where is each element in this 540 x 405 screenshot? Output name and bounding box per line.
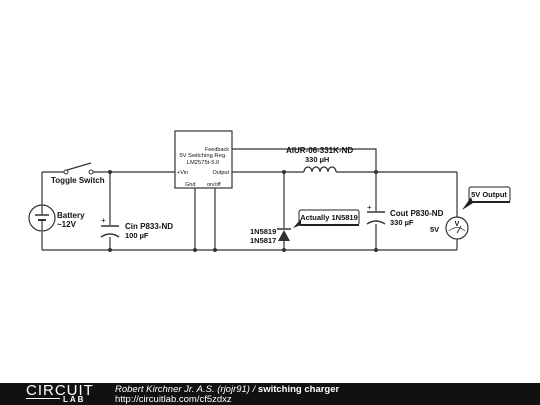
voltmeter-symbol bbox=[445, 216, 469, 240]
inductor-symbol bbox=[303, 166, 337, 173]
battery-symbol bbox=[28, 204, 56, 232]
footer-bar: CIRCUIT LAB Robert Kirchner Jr. A.S. (rj… bbox=[0, 382, 540, 405]
voltmeter-value: 5V bbox=[430, 225, 439, 234]
logo-lab-text: LAB bbox=[63, 395, 86, 404]
regulator-feedback-pin: Feedback bbox=[205, 147, 229, 153]
regulator-title: 5V Switching Reg. bbox=[179, 153, 227, 159]
cin-value: 100 µF bbox=[125, 231, 149, 240]
cout-polarity: + bbox=[367, 203, 372, 212]
junctions bbox=[108, 170, 378, 252]
diode-callout-text: Actually 1N5819 bbox=[300, 213, 358, 222]
diode-name-2: 1N5817 bbox=[250, 236, 276, 245]
cin-capacitor-symbol bbox=[100, 225, 120, 238]
battery-name: Battery bbox=[57, 211, 85, 220]
regulator-onoff-pin: on/off bbox=[207, 182, 221, 188]
voltmeter-callout-text: 5V Output bbox=[471, 190, 507, 199]
footer-title: switching charger bbox=[257, 384, 340, 395]
inductor-name: AIUR-06-331K-ND bbox=[286, 146, 353, 155]
toggle-switch-label: Toggle Switch bbox=[51, 176, 105, 185]
regulator-output-pin: Output bbox=[212, 170, 229, 176]
cout-name: Cout P830-ND bbox=[390, 209, 444, 218]
diode-symbol bbox=[277, 228, 291, 241]
footer-attribution: Robert Kirchner Jr. A.S. (rjojr91) / swi… bbox=[115, 384, 339, 395]
cin-polarity: + bbox=[101, 216, 106, 225]
circuitlab-logo[interactable]: CIRCUIT LAB bbox=[6, 382, 106, 405]
regulator-box bbox=[174, 130, 233, 189]
cout-value: 330 µF bbox=[390, 218, 414, 227]
diode-callout bbox=[293, 209, 360, 228]
footer-separator: / bbox=[249, 384, 258, 395]
regulator-part: LM2575t-5.0 bbox=[187, 160, 220, 166]
cin-name: Cin P833-ND bbox=[125, 222, 173, 231]
regulator-vin-pin: +Vin bbox=[177, 170, 188, 176]
footer-author: Robert Kirchner Jr. A.S. (rjojr91) bbox=[115, 384, 250, 395]
voltmeter-symbol-letter: V bbox=[455, 221, 460, 228]
voltmeter-callout bbox=[462, 186, 511, 210]
toggle-switch-symbol[interactable] bbox=[63, 162, 94, 175]
diode-name-1: 1N5819 bbox=[250, 227, 276, 236]
logo-circuit-text: CIRCUIT bbox=[26, 382, 94, 399]
footer-url-link[interactable]: http://circuitlab.com/cf5zdxz bbox=[115, 394, 232, 405]
battery-value: ~12V bbox=[57, 220, 77, 229]
regulator-gnd-pin: Gnd bbox=[185, 182, 195, 188]
inductor-value: 330 µH bbox=[305, 155, 329, 164]
logo-trace-icon bbox=[26, 398, 60, 403]
cout-capacitor-symbol bbox=[366, 211, 386, 225]
